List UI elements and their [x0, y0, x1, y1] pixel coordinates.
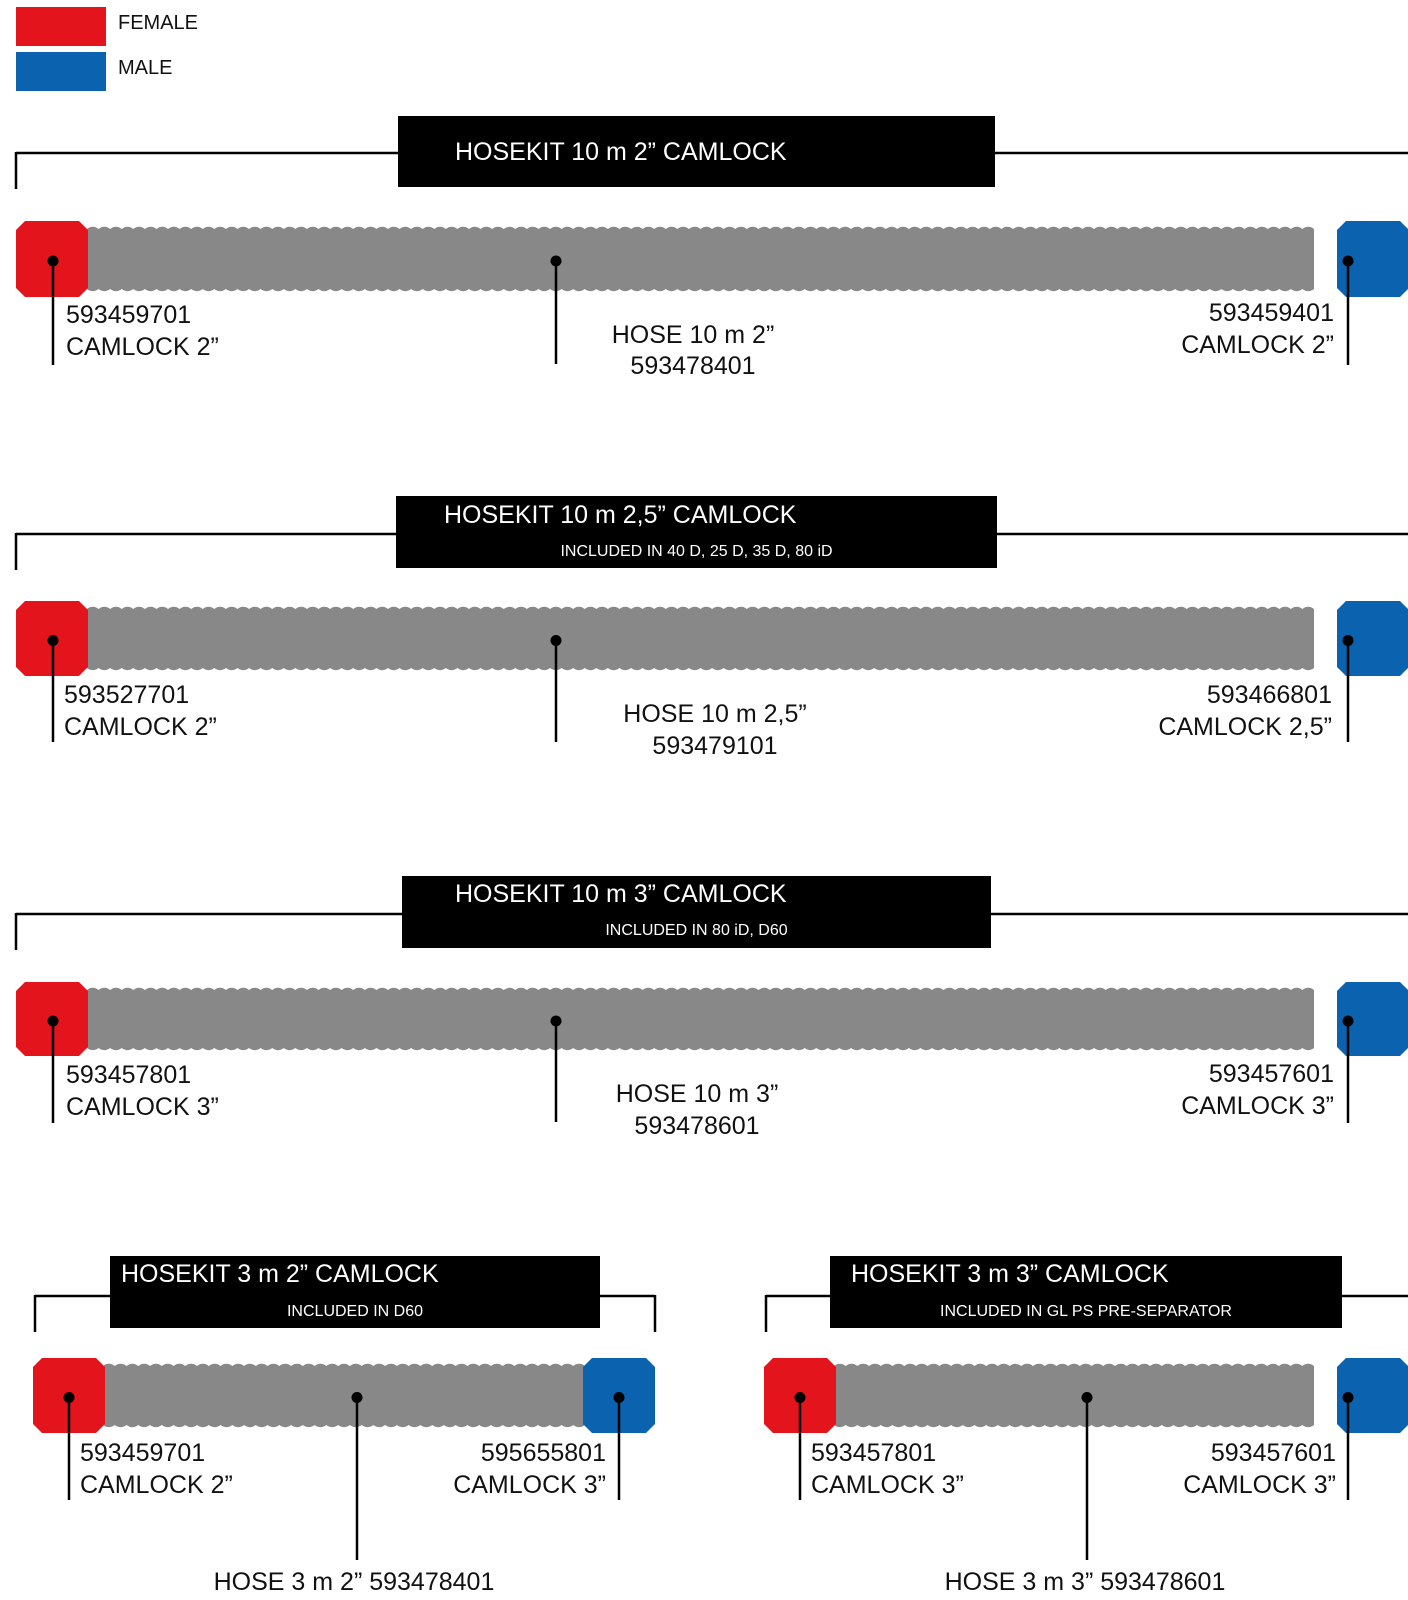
- hose-pointer-dot: [1081, 1392, 1093, 1403]
- hosekit-3: HOSEKIT 10 m 3” CAMLOCK INCLUDED IN 80 iD…: [14, 876, 1408, 1140]
- hosekit-1: HOSEKIT 10 m 2” CAMLOCK 593459701CAMLOCK …: [14, 116, 1408, 380]
- left-coupling-name: CAMLOCK 3”: [811, 1471, 964, 1499]
- left-coupling-name: CAMLOCK 2”: [66, 333, 219, 361]
- hose-body: [834, 1363, 1314, 1428]
- left-coupling-name: CAMLOCK 3”: [66, 1093, 219, 1121]
- hose-name: HOSE 10 m 3”: [616, 1080, 779, 1108]
- hose-name: HOSE 3 m 3” 593478601: [945, 1568, 1226, 1596]
- right-coupling-name: CAMLOCK 2,5”: [1158, 713, 1332, 741]
- right-coupling-name: CAMLOCK 3”: [453, 1471, 606, 1499]
- hose-name: HOSE 3 m 2” 593478401: [214, 1568, 495, 1596]
- left-pointer-dot: [47, 635, 59, 646]
- right-coupling-male: [1337, 982, 1408, 1056]
- hose-name: HOSE 10 m 2”: [612, 321, 775, 349]
- legend-item: MALE: [16, 52, 172, 91]
- hosekit-2: HOSEKIT 10 m 2,5” CAMLOCK INCLUDED IN 40 …: [14, 496, 1408, 760]
- legend-item: FEMALE: [16, 7, 198, 46]
- left-coupling-code: 593459701: [80, 1439, 205, 1467]
- kit-subtitle: INCLUDED IN 80 iD, D60: [605, 922, 787, 939]
- left-coupling-name: CAMLOCK 2”: [80, 1471, 233, 1499]
- kit-title: HOSEKIT 10 m 3” CAMLOCK: [455, 880, 787, 908]
- legend-label: FEMALE: [118, 12, 198, 34]
- hosekit-4: HOSEKIT 3 m 2” CAMLOCK INCLUDED IN D60 593…: [33, 1256, 657, 1596]
- hose-pointer-dot: [550, 1015, 562, 1027]
- right-coupling-code: 595655801: [481, 1439, 606, 1467]
- kit-title-box: [402, 876, 991, 948]
- kit-subtitle: INCLUDED IN D60: [287, 1303, 423, 1320]
- hose-code: 593479101: [652, 732, 777, 760]
- male-swatch: [16, 52, 106, 91]
- hose-code: 593478601: [634, 1112, 759, 1140]
- hose-name: HOSE 10 m 2,5”: [623, 700, 806, 728]
- kit-title-box: [830, 1256, 1342, 1328]
- hose-body: [87, 226, 1314, 292]
- left-coupling-code: 593457801: [66, 1061, 191, 1089]
- female-swatch: [16, 7, 106, 46]
- right-coupling-code: 593459401: [1209, 299, 1334, 327]
- right-coupling-male: [1337, 601, 1408, 676]
- right-coupling-code: 593466801: [1207, 681, 1332, 709]
- kit-title: HOSEKIT 3 m 2” CAMLOCK: [121, 1260, 439, 1288]
- hose-body: [87, 987, 1314, 1051]
- kit-title: HOSEKIT 10 m 2,5” CAMLOCK: [444, 501, 797, 529]
- right-coupling-name: CAMLOCK 2”: [1181, 331, 1334, 359]
- left-pointer-dot: [794, 1392, 806, 1403]
- kit-subtitle: INCLUDED IN 40 D, 25 D, 35 D, 80 iD: [560, 543, 832, 560]
- hose-code: 593478401: [630, 352, 755, 380]
- hosekit-5: HOSEKIT 3 m 3” CAMLOCK INCLUDED IN GL PS …: [764, 1256, 1408, 1596]
- kit-title: HOSEKIT 3 m 3” CAMLOCK: [851, 1260, 1169, 1288]
- hose-pointer-dot: [550, 635, 562, 646]
- hose-body: [103, 1363, 585, 1428]
- left-pointer-dot: [47, 255, 59, 267]
- right-coupling-code: 593457601: [1211, 1439, 1336, 1467]
- right-pointer-dot: [613, 1392, 625, 1403]
- kit-title-box: [398, 116, 995, 187]
- kit-title: HOSEKIT 10 m 2” CAMLOCK: [455, 138, 787, 166]
- legend-label: MALE: [118, 57, 172, 79]
- hose-pointer-dot: [550, 255, 562, 267]
- right-coupling-name: CAMLOCK 3”: [1183, 1471, 1336, 1499]
- right-pointer-dot: [1342, 1392, 1354, 1403]
- left-pointer-dot: [47, 1015, 59, 1027]
- kit-title-box: [110, 1256, 600, 1328]
- right-pointer-dot: [1342, 1015, 1354, 1027]
- hose-body: [87, 606, 1314, 671]
- hose-pointer-dot: [351, 1392, 363, 1403]
- left-coupling-name: CAMLOCK 2”: [64, 713, 217, 741]
- left-coupling-code: 593527701: [64, 681, 189, 709]
- left-coupling-code: 593457801: [811, 1439, 936, 1467]
- right-coupling-name: CAMLOCK 3”: [1181, 1092, 1334, 1120]
- right-coupling-male: [1337, 1358, 1408, 1433]
- right-pointer-dot: [1342, 255, 1354, 267]
- kit-subtitle: INCLUDED IN GL PS PRE-SEPARATOR: [940, 1303, 1232, 1320]
- right-coupling-code: 593457601: [1209, 1060, 1334, 1088]
- kit-title-box: [396, 496, 997, 568]
- left-pointer-dot: [63, 1392, 75, 1403]
- right-pointer-dot: [1342, 635, 1354, 646]
- right-coupling-male: [1337, 221, 1408, 297]
- left-coupling-code: 593459701: [66, 301, 191, 329]
